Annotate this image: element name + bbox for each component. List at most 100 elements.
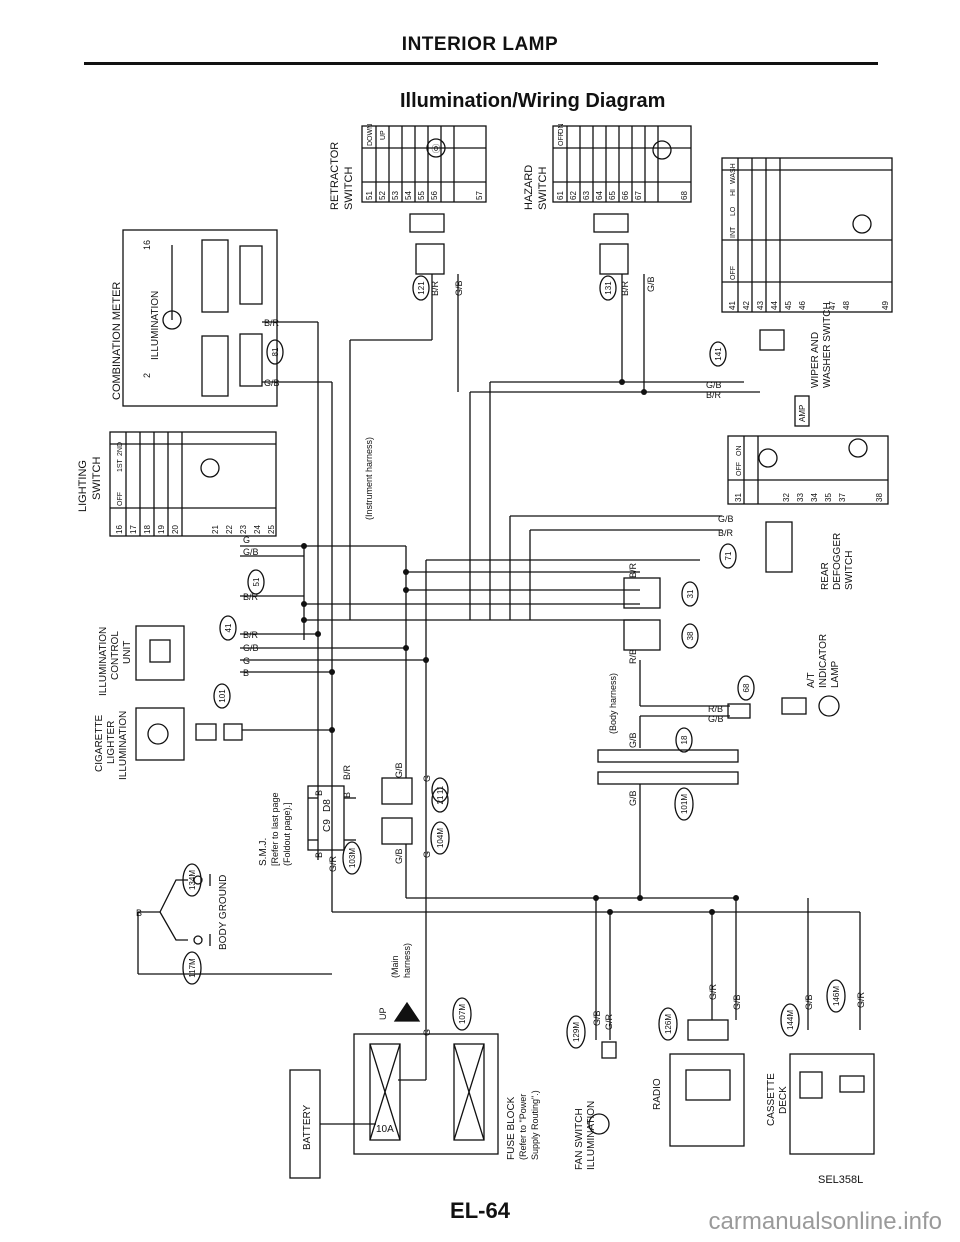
- wire-label: B: [314, 790, 324, 796]
- connector-badge: 101M: [680, 794, 689, 814]
- cassette-deck-box: [789, 1053, 875, 1155]
- connector-badge: 141: [714, 347, 723, 361]
- connector-badge: 21: [436, 795, 445, 804]
- diagram-subtitle: Illumination/Wiring Diagram: [400, 90, 666, 112]
- hazard-terminal-label: 68: [680, 191, 689, 200]
- defogger-terminal-label: 32: [782, 493, 791, 502]
- connector-11-block: [381, 777, 413, 805]
- hazard-terminal-label: 66: [621, 191, 630, 200]
- hazard-switch-name-2: SWITCH: [537, 167, 549, 210]
- wire-label: G/B: [243, 643, 259, 653]
- retractor-switch-box: [361, 125, 487, 203]
- connector-31-block: [623, 577, 661, 609]
- svg-text:⓪: ⓪: [431, 144, 440, 154]
- hazard-switch-name: HAZARD: [523, 165, 535, 210]
- retractor-switch: ⓪ RETRACTOR SWITCH 51 52 53 54 55 56 57 …: [329, 124, 487, 210]
- wiper-switch-name: WIPER AND: [810, 332, 821, 388]
- battery-label: BATTERY: [302, 1104, 313, 1150]
- wire-label: G/B: [394, 762, 404, 778]
- hazard-terminal-label: 65: [608, 191, 617, 200]
- fan-switch-name-2: ILLUMINATION: [586, 1101, 597, 1170]
- figure-code: SEL358L: [818, 1174, 864, 1186]
- wire-label: G/R: [328, 855, 338, 872]
- retractor-terminal-label: 55: [417, 191, 426, 200]
- wire-label: G/B: [592, 1010, 602, 1026]
- connector-101m-block: [597, 771, 739, 785]
- cassette-deck: CASSETTE DECK: [766, 1053, 875, 1155]
- meter-terminal-2: 2: [142, 373, 152, 378]
- wire-label: R/B: [708, 704, 723, 714]
- connector-badge: 146M: [832, 986, 841, 1006]
- defogger-terminal-label: 35: [824, 493, 833, 502]
- hazard-lamp-icon: [652, 140, 672, 160]
- amp-box: [794, 395, 810, 427]
- connector-badge: 68: [742, 683, 751, 692]
- connector-101-block: [195, 723, 217, 741]
- wiper-terminal-label: 45: [784, 301, 793, 310]
- wiper-terminal-label: 48: [842, 301, 851, 310]
- wire-label: B: [342, 792, 352, 798]
- wire-label: G/R: [856, 991, 866, 1008]
- at-indicator-name: A/T: [806, 672, 817, 688]
- cassette-deck-name: CASSETTE: [766, 1073, 777, 1126]
- at-indicator-name-3: LAMP: [830, 660, 841, 688]
- defogger-switch-name-3: SWITCH: [844, 551, 855, 590]
- rear-defogger-switch: 31 32 33 34 35 37 38 OFF ON REAR DEFOGGE…: [727, 435, 889, 590]
- defogger-switch-name-2: DEFOGGER: [832, 533, 843, 590]
- connector-badge: 11: [436, 785, 445, 794]
- wiper-position-label: INT: [730, 226, 737, 238]
- cigarette-lighter-name-3: ILLUMINATION: [118, 711, 129, 780]
- combination-meter: COMBINATION METER ILLUMINATION 2 16: [111, 229, 278, 407]
- page-title: INTERIOR LAMP: [401, 34, 559, 55]
- lighting-position-label: OFF: [117, 492, 124, 506]
- combination-meter-name: COMBINATION METER: [111, 282, 123, 400]
- lighting-terminal-label: 18: [143, 525, 152, 534]
- wire-label: G/B: [454, 280, 464, 296]
- cigarette-lamp-icon: [147, 723, 169, 745]
- smj-block: C9 D8 S.M.J. [Refer to last page (Foldou…: [258, 785, 345, 866]
- hazard-switch-box: [552, 125, 692, 203]
- fuse-10a: [369, 1043, 401, 1141]
- connector-badge: 144M: [786, 1010, 795, 1030]
- radio-box: [669, 1053, 745, 1147]
- wiring-lines: [240, 213, 861, 1081]
- retractor-terminal-label: 57: [475, 191, 484, 200]
- meter-lamp-icon: [162, 310, 182, 330]
- smj-terminal-c9: C9: [322, 819, 333, 832]
- defogger-lamp-icon: [758, 448, 778, 468]
- wire-label: B: [136, 908, 142, 918]
- fuse-10a-label: 10A: [376, 1124, 394, 1135]
- wiper-position-label: OFF: [730, 266, 737, 280]
- connector-badge: 121: [417, 281, 426, 295]
- wire-label: R/B: [628, 649, 638, 664]
- connector-badges: 121 131 141 81 51 41 101 71 31 38 68 18 …: [182, 275, 846, 1049]
- illumination-control-unit: ILLUMINATION CONTROL UNIT: [98, 625, 185, 696]
- hazard-switch: HAZARD SWITCH 61 62 63 64 65 66 67 68 OF…: [523, 124, 692, 210]
- wiper-position-label: HI: [730, 189, 737, 196]
- connector-badge: 101: [218, 689, 227, 703]
- connector-badge: 18: [680, 735, 689, 744]
- radio: RADIO: [652, 1019, 745, 1147]
- hazard-terminal-label: 67: [634, 191, 643, 200]
- connector-badge: 41: [224, 623, 233, 632]
- meter-connector-16: [201, 239, 229, 313]
- up-label: UP: [378, 1007, 388, 1020]
- radio-label: RADIO: [652, 1078, 663, 1110]
- defogger-terminal-label: 33: [796, 493, 805, 502]
- wire-label: B/R: [430, 280, 440, 296]
- fuse-block: 10A FUSE BLOCK (Refer to "Power Supply R…: [353, 1033, 540, 1160]
- wiper-terminal-label: 41: [728, 301, 737, 310]
- wire-label: B/R: [243, 592, 259, 602]
- connector-126m-block: [687, 1019, 729, 1041]
- meter-illumination-label: ILLUMINATION: [150, 291, 161, 360]
- combination-meter-box: [122, 229, 278, 407]
- connector-131-block-a: [593, 213, 629, 233]
- wire-label: G/B: [243, 547, 259, 557]
- wire-label: G/B: [628, 732, 638, 748]
- wire-label: B/R: [620, 280, 630, 296]
- wire-label: B/R: [342, 764, 352, 780]
- meter-connector-81-a: [239, 245, 263, 305]
- wire-color-labels: B/R G/B G G/B B/R B/R G/B G B G/B B/R G/…: [136, 276, 866, 1036]
- hazard-terminal-label: 61: [556, 191, 565, 200]
